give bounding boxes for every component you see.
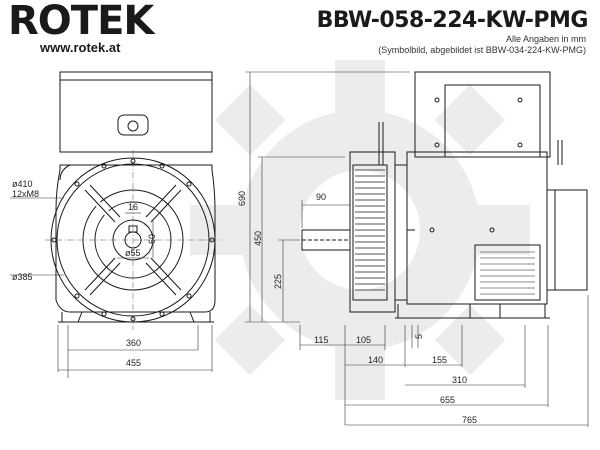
dim-16: 16 — [128, 202, 138, 212]
front-dimensions — [10, 197, 213, 378]
dim-140: 140 — [368, 355, 383, 365]
side-dimensions — [245, 71, 589, 427]
dim-105: 105 — [356, 335, 371, 345]
dim-60: 60 — [147, 234, 157, 244]
dim-450: 450 — [253, 231, 263, 246]
dim-d55: ø55 — [125, 248, 141, 258]
dim-655: 655 — [440, 395, 455, 405]
dim-155: 155 — [432, 355, 447, 365]
model-title: BBW-058-224-KW-PMG — [316, 8, 589, 33]
dim-d385: ø385 — [12, 272, 33, 282]
brand-url: www.rotek.at — [40, 40, 121, 55]
dim-90: 90 — [316, 192, 326, 202]
symbol-note: (Symbolbild, abgebildet ist BBW-034-224-… — [378, 45, 586, 55]
dim-225: 225 — [273, 274, 283, 289]
brand-name: ROTEK — [8, 0, 154, 44]
side-view — [301, 71, 588, 319]
front-dim-labels: ø410 12xM8 ø385 16 60 ø55 360 455 — [12, 179, 157, 368]
dim-d410: ø410 — [12, 179, 33, 189]
units-note: Alle Angaben in mm — [505, 34, 586, 44]
side-dim-labels: 690 450 225 90 115 105 140 155 5 310 655… — [237, 191, 477, 425]
dim-455: 455 — [126, 358, 141, 368]
dim-765: 765 — [462, 415, 477, 425]
dim-115: 115 — [314, 335, 328, 345]
brand-logo: ROTEK — [8, 0, 178, 52]
dim-bolts: 12xM8 — [12, 189, 39, 199]
dim-5: 5 — [414, 334, 424, 339]
dim-310: 310 — [452, 375, 467, 385]
dim-360: 360 — [126, 338, 141, 348]
dim-690: 690 — [237, 191, 247, 206]
